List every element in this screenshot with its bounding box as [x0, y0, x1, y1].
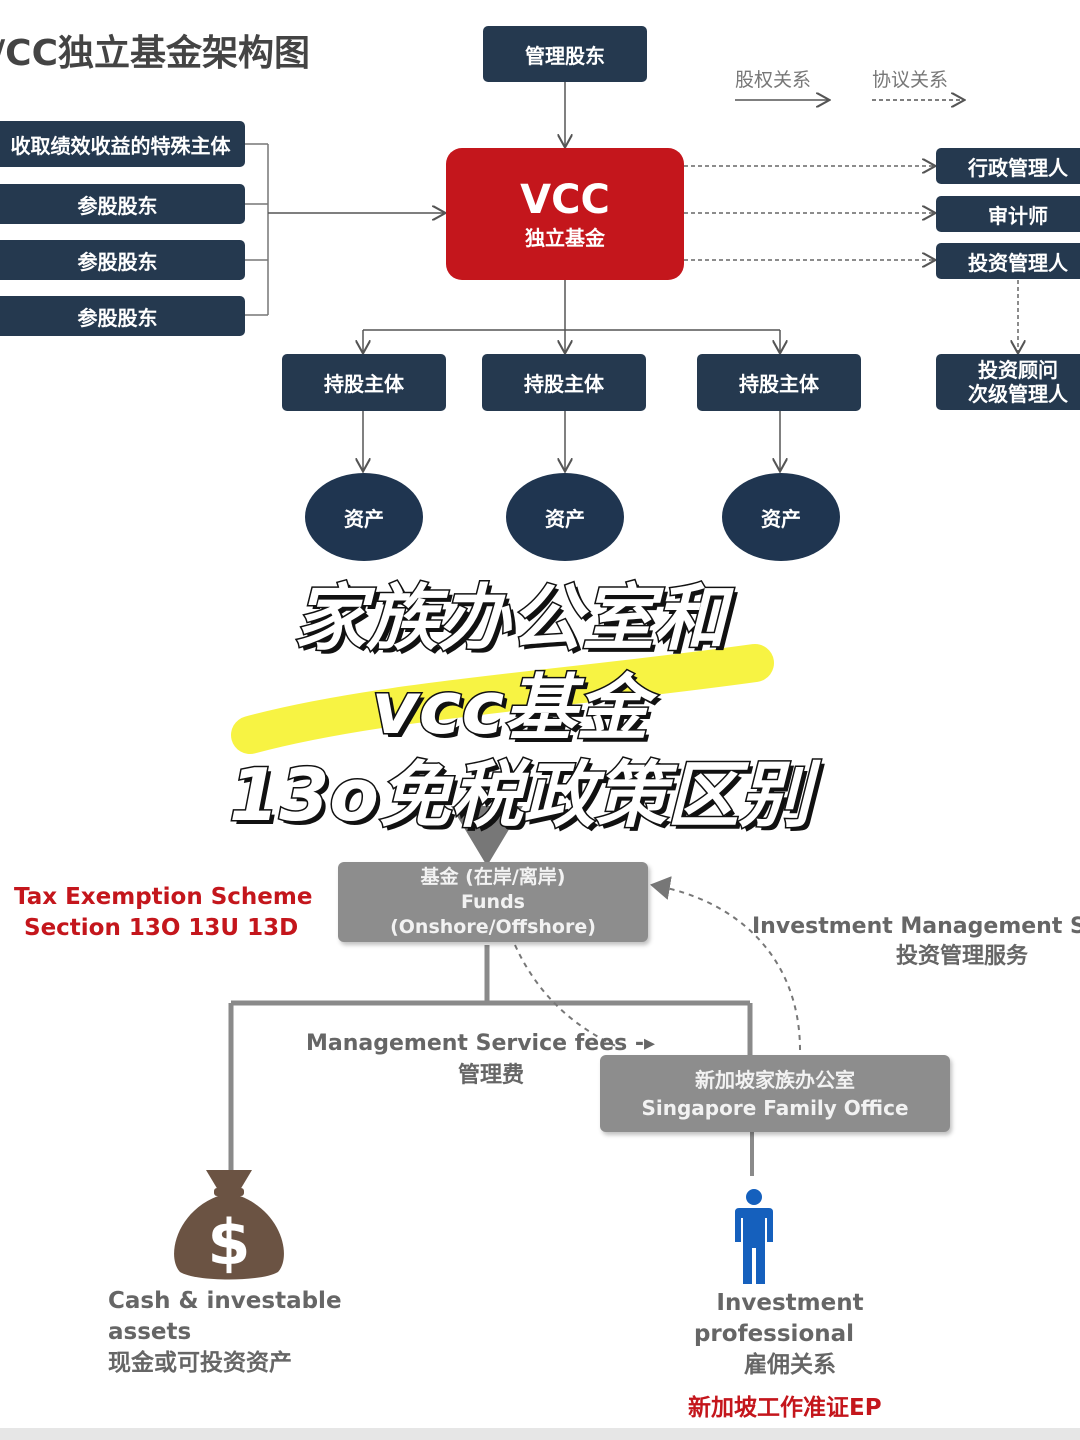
sfo-zh: 新加坡家族办公室	[695, 1067, 855, 1092]
advisor-line2: 次级管理人	[968, 382, 1068, 406]
tax-scheme-line1: Tax Exemption Scheme	[14, 884, 313, 910]
diagram-title: /CC独立基金架构图	[0, 33, 310, 74]
vcc-fund-box: VCC 独立基金	[446, 148, 684, 280]
overlay-title-line2: vcc基金	[370, 665, 649, 752]
right-box-administrator: 行政管理人	[936, 148, 1080, 184]
cash-line2: assets	[108, 1319, 192, 1345]
investment-professional-label: Investment professional 雇佣关系	[690, 1288, 890, 1381]
funds-line3: (Onshore/Offshore)	[390, 915, 596, 938]
ims-en: Investment Management S	[752, 914, 1080, 939]
bottom-divider	[0, 1428, 1080, 1440]
legend-agreement-label: 协议关系	[872, 69, 949, 91]
funds-line2: Funds	[461, 890, 525, 913]
left-box-shareholder-2: 参股股东	[0, 240, 245, 280]
tax-scheme-line2: Section 13O 13U 13D	[24, 915, 299, 941]
tax-scheme-label: Tax Exemption Scheme Section 13O 13U 13D	[14, 882, 312, 944]
ims-zh: 投资管理服务	[896, 944, 1029, 969]
singapore-ep-label: 新加坡工作准证EP	[688, 1395, 882, 1421]
cash-assets-label: Cash & investable assets 现金或可投资资产	[108, 1286, 342, 1379]
left-box-shareholder-3: 参股股东	[0, 296, 245, 336]
manager-shareholder-box: 管理股东	[483, 26, 647, 82]
money-bag-icon: $	[174, 1170, 284, 1280]
fees-zh: 管理费	[458, 1063, 525, 1088]
left-box-performance-entity: 收取绩效收益的特殊主体	[0, 121, 245, 167]
holding-entity-3: 持股主体	[697, 354, 861, 411]
cash-line1: Cash & investable	[108, 1288, 342, 1314]
pro-line1: Investment	[716, 1290, 864, 1316]
funds-box: 基金 (在岸/离岸) Funds (Onshore/Offshore)	[338, 862, 648, 942]
svg-text:$: $	[207, 1206, 250, 1279]
singapore-family-office-box: 新加坡家族办公室 Singapore Family Office	[600, 1055, 950, 1132]
funds-line1: 基金 (在岸/离岸)	[420, 865, 566, 888]
person-icon	[735, 1189, 773, 1284]
asset-oval-2: 资产	[506, 473, 624, 561]
vcc-name: VCC	[520, 176, 610, 223]
fees-en: Management Service fees -▸	[306, 1031, 656, 1056]
right-box-auditor: 审计师	[936, 196, 1080, 232]
overlay-title-line3: 13o免税政策区别	[228, 752, 813, 839]
legend-equity-label: 股权关系	[735, 69, 812, 91]
vcc-subtitle: 独立基金	[525, 225, 605, 250]
advisor-line1: 投资顾问	[978, 358, 1058, 382]
investment-management-services-label: Investment Management S 投资管理服务	[752, 912, 1080, 972]
left-box-shareholder-1: 参股股东	[0, 184, 245, 224]
overlay-title-line1: 家族办公室和	[292, 575, 727, 662]
sfo-en: Singapore Family Office	[641, 1095, 909, 1120]
pro-line3: 雇佣关系	[744, 1352, 836, 1378]
cash-line3: 现金或可投资资产	[108, 1350, 292, 1376]
pro-line2: professional	[693, 1321, 855, 1347]
holding-entity-2: 持股主体	[482, 354, 646, 411]
asset-oval-1: 资产	[305, 473, 423, 561]
holding-entity-1: 持股主体	[282, 354, 446, 411]
asset-oval-3: 资产	[722, 473, 840, 561]
right-box-advisor: 投资顾问 次级管理人	[936, 354, 1080, 410]
right-box-investment-manager: 投资管理人	[936, 243, 1080, 279]
management-fees-label: Management Service fees -▸ 管理费	[306, 1028, 655, 1092]
